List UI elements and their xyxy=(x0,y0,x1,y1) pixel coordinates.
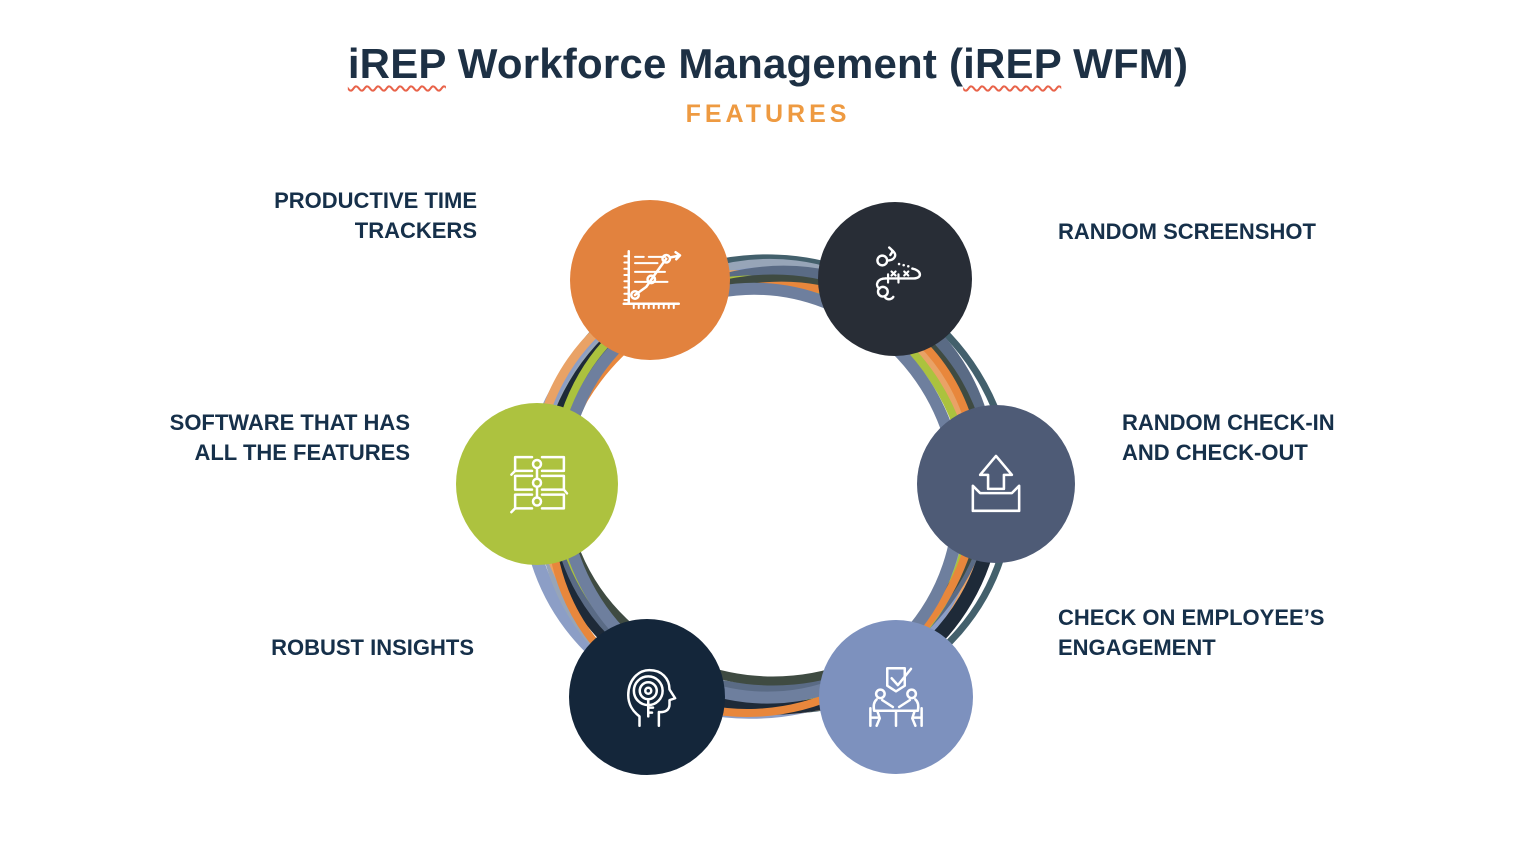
page-subtitle: FEATURES xyxy=(685,100,851,128)
feature-circle-random-check-in-and-check-out xyxy=(917,405,1075,563)
feature-circle-software-that-has-all-the-features xyxy=(456,403,618,565)
feature-circle-check-on-employees-engagement xyxy=(819,620,973,774)
page-title: iREP Workforce Management (iREP WFM) xyxy=(0,40,1536,88)
title-brand-text-2: iREP xyxy=(963,40,1062,87)
feature-circle-productive-time-trackers xyxy=(570,200,730,360)
feature-list-icon xyxy=(510,455,569,514)
title-suffix-text: WFM) xyxy=(1061,40,1189,87)
feature-label-productive-time-trackers: PRODUCTIVE TIME TRACKERS xyxy=(274,188,477,243)
upload-tray-icon xyxy=(971,454,1021,513)
feature-label-software-that-has-all-the-features: SOFTWARE THAT HAS ALL THE FEATURES xyxy=(169,410,410,465)
line-chart-icon xyxy=(622,250,682,310)
route-icon xyxy=(875,246,922,301)
title-middle-text: Workforce Management ( xyxy=(445,40,964,87)
head-key-icon xyxy=(627,668,677,727)
title-brand-text: iREP xyxy=(347,40,446,87)
feature-label-random-screenshot: RANDOM SCREENSHOT xyxy=(1058,219,1316,244)
feature-label-random-check-in-and-check-out: RANDOM CHECK-IN AND CHECK-OUT xyxy=(1122,410,1335,465)
feature-circle-robust-insights xyxy=(569,619,725,775)
feature-label-robust-insights: ROBUST INSIGHTS xyxy=(271,635,474,660)
feature-circle-random-screenshot xyxy=(818,202,972,356)
feature-label-check-on-employees-engagement: CHECK ON EMPLOYEE’S ENGAGEMENT xyxy=(1058,605,1325,660)
meeting-check-icon xyxy=(869,667,923,727)
